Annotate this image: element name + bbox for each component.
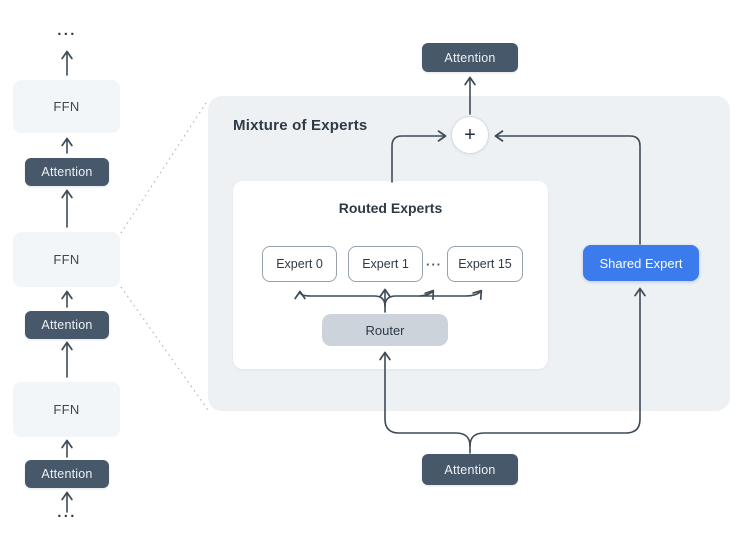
expert-15-block: Expert 15 bbox=[447, 246, 523, 282]
expert-1-block: Expert 1 bbox=[348, 246, 423, 282]
shared-expert-block: Shared Expert bbox=[583, 245, 699, 281]
expert-0-block: Expert 0 bbox=[262, 246, 337, 282]
ffn-block-2-expanded: FFN bbox=[13, 232, 120, 287]
attention-block-1: Attention bbox=[25, 158, 109, 186]
sum-node: + bbox=[451, 116, 489, 154]
attention-block-output: Attention bbox=[422, 43, 518, 72]
shared-expert-label: Shared Expert bbox=[599, 255, 683, 271]
plus-icon: + bbox=[464, 123, 476, 146]
attention-block-3: Attention bbox=[25, 460, 109, 488]
experts-ellipsis: ··· bbox=[426, 256, 442, 272]
stack-continues-top-ellipsis: ··· bbox=[57, 25, 77, 43]
ffn-block-3-label: FFN bbox=[53, 402, 80, 417]
mixture-of-experts-title: Mixture of Experts bbox=[233, 116, 368, 134]
ffn-block-1-label: FFN bbox=[53, 99, 80, 114]
attention-block-input-label: Attention bbox=[444, 462, 496, 477]
attention-block-3-label: Attention bbox=[41, 467, 93, 481]
expansion-dotted-lines bbox=[120, 99, 209, 411]
attention-block-input: Attention bbox=[422, 454, 518, 485]
attention-block-2-label: Attention bbox=[41, 318, 93, 332]
router-block: Router bbox=[322, 314, 448, 346]
attention-block-output-label: Attention bbox=[444, 50, 496, 65]
ffn-block-3: FFN bbox=[13, 382, 120, 437]
ffn-block-2-label: FFN bbox=[53, 252, 80, 267]
stack-continues-bottom-ellipsis: ··· bbox=[57, 507, 77, 525]
routed-experts-title: Routed Experts bbox=[338, 200, 443, 216]
attention-block-1-label: Attention bbox=[41, 165, 93, 179]
ffn-block-1: FFN bbox=[13, 80, 120, 133]
expert-15-label: Expert 15 bbox=[458, 257, 512, 271]
expert-1-label: Expert 1 bbox=[362, 257, 409, 271]
attention-block-2: Attention bbox=[25, 311, 109, 339]
expert-0-label: Expert 0 bbox=[276, 257, 323, 271]
router-label: Router bbox=[365, 322, 405, 338]
